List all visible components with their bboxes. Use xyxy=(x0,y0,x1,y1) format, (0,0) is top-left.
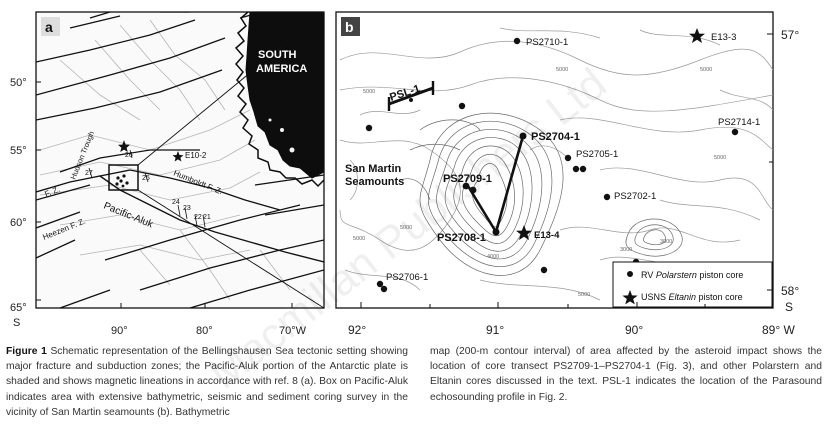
panel-a-label: a xyxy=(45,19,53,35)
ps2704-1-label: PS2704-1 xyxy=(531,131,580,143)
anomaly-21: 21 xyxy=(203,214,211,221)
subduction-zone xyxy=(234,12,324,188)
south-america-landmass xyxy=(245,12,324,179)
contour-label: 5000 xyxy=(700,67,712,73)
anomaly-27: 27 xyxy=(85,170,93,177)
a-x-tick-70w: 70°W xyxy=(279,325,307,337)
polarstern-cores xyxy=(365,37,739,293)
caption-right-column: map (200-m contour interval) of area aff… xyxy=(430,344,822,405)
contour-label: 5000 xyxy=(400,225,412,231)
b-x-tick-90: 90° xyxy=(625,323,643,337)
psl-1-profile-line xyxy=(388,86,434,106)
contour-label: 5000 xyxy=(578,292,590,298)
b-y-tick-57: 57° xyxy=(781,28,799,42)
eltanin-core-star-icon xyxy=(172,151,184,162)
b-y-tick-58: 58° xyxy=(781,284,799,298)
ps2709-1-label: PS2709-1 xyxy=(443,173,492,185)
e13-3-star-icon xyxy=(689,28,705,43)
b-y-unit: S xyxy=(785,300,793,314)
eltanin-core-star-icon xyxy=(118,140,130,152)
seamounts-label-line1: San Martin xyxy=(345,163,402,175)
legend: RV Polarstern piston core USNS Eltanin p… xyxy=(612,261,773,308)
ps2705-1-label: PS2705-1 xyxy=(576,149,618,160)
anomaly-24: 24 xyxy=(172,199,180,206)
a-y-tick-60: 60° xyxy=(10,217,27,229)
caption-figure-label: Figure 1 xyxy=(6,346,47,357)
legend-polarstern: RV Polarstern piston core xyxy=(641,270,743,280)
contour-label: 5000 xyxy=(363,89,375,95)
b-x-tick-92: 92° xyxy=(348,323,366,337)
magnetic-lineations xyxy=(39,19,291,301)
a-x-tick-80: 80° xyxy=(196,325,213,337)
caption-right-text: map (200-m contour interval) of area aff… xyxy=(430,346,822,403)
contour-label: 5000 xyxy=(353,236,365,242)
contour-label: 3000 xyxy=(620,247,632,253)
b-x-tick-91: 91° xyxy=(486,323,504,337)
ps2714-1-label: PS2714-1 xyxy=(718,117,760,128)
survey-area-box xyxy=(108,164,139,191)
contour-label: 5000 xyxy=(714,155,726,161)
legend-star-icon xyxy=(622,290,638,305)
caption-left-text: Schematic representation of the Bellings… xyxy=(6,346,408,418)
continent-label-line2: AMERICA xyxy=(256,63,307,75)
a-y-tick-55: 55° xyxy=(10,145,27,157)
anomaly-22: 22 xyxy=(194,214,202,221)
e10-2-label: E10-2 xyxy=(185,151,207,160)
panel-b-label: b xyxy=(345,19,354,35)
legend-eltanin: USNS Eltanin piston core xyxy=(641,292,743,302)
panel-b-map: b PS2710-1 E13-3 PSL-1 PS2704-1 PS2714-1… xyxy=(335,11,799,337)
ps2708-1-label: PS2708-1 xyxy=(437,232,486,244)
core-transect-line xyxy=(494,135,525,233)
contour-label: 5000 xyxy=(556,67,568,73)
bathymetric-contours xyxy=(339,27,773,301)
a-y-tick-65: 65° xyxy=(10,302,27,314)
anomaly-23: 23 xyxy=(183,205,191,212)
e13-4-star-icon xyxy=(516,225,532,240)
core-transect-line xyxy=(466,185,498,233)
contour-label: 4000 xyxy=(487,254,499,260)
contour-label: 3000 xyxy=(660,239,672,245)
ps2702-1-label: PS2702-1 xyxy=(614,191,656,202)
panel-a-map: a SOUTH AMERICA Hudson Trough E10-2 Humb… xyxy=(10,11,325,337)
e13-4-label: E13-4 xyxy=(534,230,560,241)
a-x-tick-90: 90° xyxy=(111,325,128,337)
caption-left-column: Figure 1 Schematic representation of the… xyxy=(6,344,408,420)
seamounts-label-line2: Seamounts xyxy=(345,176,404,188)
continent-label-line1: SOUTH xyxy=(258,49,297,61)
pacific-aluk-ridge xyxy=(36,175,324,263)
a-y-tick-50: 50° xyxy=(10,77,27,89)
a-y-unit: S xyxy=(13,317,20,329)
fracture-zones xyxy=(36,12,324,308)
b-x-tick-89w: 89° W xyxy=(762,323,795,337)
figure-caption: Figure 1 Schematic representation of the… xyxy=(6,344,822,439)
anomaly-26: 26 xyxy=(125,152,133,159)
anomaly-25: 25 xyxy=(142,175,150,182)
ps2706-1-label: PS2706-1 xyxy=(386,272,428,283)
ps2710-1-label: PS2710-1 xyxy=(526,37,568,48)
e13-3-label: E13-3 xyxy=(711,32,736,43)
